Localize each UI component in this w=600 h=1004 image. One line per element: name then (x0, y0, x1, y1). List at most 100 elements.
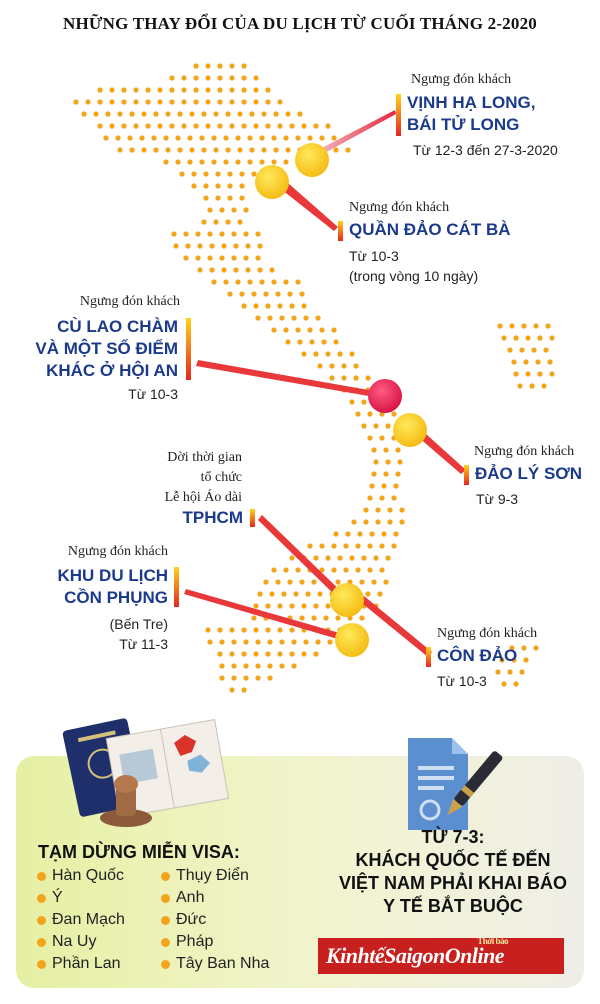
map-dot (253, 651, 259, 657)
map-dot (247, 135, 253, 141)
map-dot (345, 531, 351, 537)
map-dot (253, 75, 259, 81)
note-tphcm: Dời thời gian tổ chức Lễ hội Áo dài (164, 450, 242, 505)
map-dot (315, 639, 321, 645)
map-dot (207, 255, 213, 261)
document-illustration (408, 738, 503, 830)
map-dot (273, 147, 279, 153)
note-catba: Ngưng đón khách (349, 200, 450, 215)
leader-line-catba (272, 176, 338, 231)
map-dot (231, 675, 237, 681)
map-dot (333, 147, 339, 153)
accent-bar (464, 465, 469, 485)
map-dot (97, 99, 103, 105)
map-dot (371, 471, 377, 477)
place-hoian: CÙ LAO CHÀM VÀ MỘT SỐ ĐIỂM KHÁC Ở HỘI AN (35, 317, 178, 380)
map-dot (227, 183, 233, 189)
map-dot (195, 255, 201, 261)
map-dot (317, 591, 323, 597)
map-dot (241, 123, 247, 129)
map-dot (105, 111, 111, 117)
map-dot (345, 147, 351, 153)
map-dot (331, 543, 337, 549)
map-dot (341, 375, 347, 381)
map-dot (499, 657, 505, 663)
map-dot (501, 335, 507, 341)
map-dot (337, 555, 343, 561)
map-dot (277, 123, 283, 129)
map-dot (277, 603, 283, 609)
map-dot (201, 219, 207, 225)
leader-line-tphcm (258, 515, 348, 602)
map-dot (329, 375, 335, 381)
map-dot (547, 359, 553, 365)
map-dot (357, 531, 363, 537)
map-dot (537, 335, 543, 341)
map-dot (269, 267, 275, 273)
map-dot (229, 99, 235, 105)
map-dot (211, 135, 217, 141)
map-dot (109, 87, 115, 93)
map-dot (183, 231, 189, 237)
map-dot (267, 315, 273, 321)
map-dot (103, 135, 109, 141)
map-dot (207, 639, 213, 645)
map-dot (175, 159, 181, 165)
map-dot (169, 99, 175, 105)
map-dot (205, 63, 211, 69)
map-dot (285, 147, 291, 153)
leader-lines (184, 110, 466, 657)
map-dot (193, 75, 199, 81)
map-dot (139, 135, 145, 141)
visa-country: Thụy Điển (161, 867, 249, 884)
map-dot (205, 99, 211, 105)
map-dot (355, 567, 361, 573)
map-dot (207, 207, 213, 213)
map-dot (289, 555, 295, 561)
map-dot (243, 675, 249, 681)
map-dot (291, 663, 297, 669)
map-dot (227, 195, 233, 201)
map-dot (283, 135, 289, 141)
map-dot (249, 147, 255, 153)
map-dot (229, 63, 235, 69)
map-dot (239, 171, 245, 177)
map-dot (497, 323, 503, 329)
map-dot (245, 267, 251, 273)
note-conphung: Ngưng đón khách (67, 544, 168, 559)
map-dot (367, 543, 373, 549)
map-dot (521, 645, 527, 651)
map-dot (247, 159, 253, 165)
accent-bar (426, 647, 431, 667)
map-dot (133, 123, 139, 129)
map-dot (241, 99, 247, 105)
map-dot (399, 519, 405, 525)
map-dot (211, 279, 217, 285)
map-dot (297, 111, 303, 117)
place-conphung: KHU DU LỊCH CỒN PHỤNG (57, 566, 169, 607)
date-conphung: (Bến Tre) Từ 11-3 (109, 616, 168, 652)
map-dot (277, 651, 283, 657)
map-dot (243, 663, 249, 669)
map-dot (313, 651, 319, 657)
map-dot (187, 135, 193, 141)
map-dot (217, 651, 223, 657)
date-hoian: Từ 10-3 (128, 386, 178, 402)
accent-bar (338, 221, 343, 241)
map-dot (361, 423, 367, 429)
map-dot (371, 579, 377, 585)
map-dot (117, 111, 123, 117)
map-dot (285, 111, 291, 117)
map-dot (279, 639, 285, 645)
map-dot (175, 135, 181, 141)
marker-tphcm (330, 583, 364, 617)
map-dot (169, 75, 175, 81)
map-dot (513, 335, 519, 341)
map-dot (367, 495, 373, 501)
accent-bar (174, 567, 179, 607)
brand-logo: KinhtếSaigonOnline Thời báo (318, 936, 564, 974)
map-dot (237, 219, 243, 225)
map-dot (115, 135, 121, 141)
map-dot (229, 87, 235, 93)
map-dot (311, 579, 317, 585)
